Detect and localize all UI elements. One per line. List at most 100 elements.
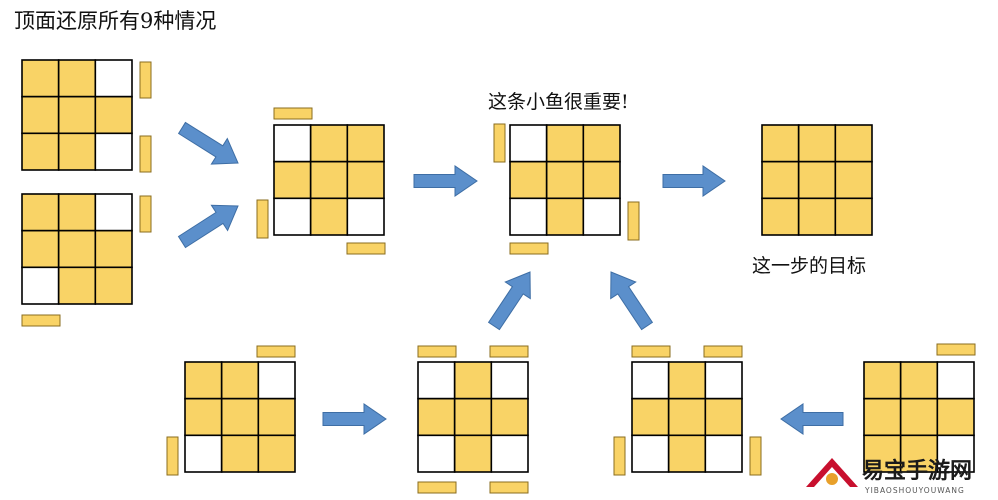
sticker-cell [863,397,902,437]
sticker-cell [490,434,529,473]
sticker-cell [346,124,385,163]
sticker-cell [453,361,493,400]
side-sticker-indicators [21,61,976,494]
side-sticker-bar [21,314,61,327]
watermark-url-text: YIBAOSHOUYOUWANG [864,486,965,495]
sticker-cell [220,434,260,473]
sticker-cell [417,434,456,473]
transition-arrows [177,121,844,435]
sticker-cell [21,132,60,171]
sticker-cell [936,361,975,400]
case-bottom-2 [417,361,529,473]
sticker-cell [582,124,621,163]
sticker-cell [257,361,296,400]
sticker-cell [667,397,707,437]
sticker-cell [509,197,548,236]
case-top-left-2 [21,193,133,305]
page-title: 顶面还原所有9种情况 [14,9,216,33]
goal-label: 这一步的目标 [752,255,866,277]
sticker-cell [667,434,707,473]
sticker-cell [273,124,312,163]
arrow-right-icon [413,165,478,197]
side-sticker-bar [627,201,640,241]
case-bottom-3 [631,361,743,473]
side-sticker-bar [489,481,529,494]
sticker-cell [309,124,349,163]
sticker-cell [309,160,349,200]
sticker-cell [834,160,873,200]
sticker-cell [184,361,223,400]
side-sticker-bar [489,345,529,358]
sticker-cell [834,124,873,163]
case-bottom-4 [863,361,975,473]
sticker-cell [417,397,456,437]
sticker-cell [936,397,975,437]
sticker-cell [545,124,585,163]
side-sticker-bar [509,242,549,255]
arrow-left-icon [780,403,844,435]
sticker-cell [490,361,529,400]
sticker-cell [21,59,60,98]
sticker-cell [94,132,133,171]
side-sticker-bar [417,345,457,358]
sticker-cell [346,160,385,200]
side-sticker-bar [273,107,313,120]
sticker-cell [631,361,670,400]
sticker-cell [94,229,133,269]
sticker-cell [184,397,223,437]
sticker-cell [797,197,837,236]
side-sticker-bar [139,135,152,173]
sticker-cell [57,229,97,269]
arrow-up-right-icon [177,204,239,249]
sticker-cell [94,266,133,305]
sticker-cell [545,197,585,236]
side-sticker-bar [166,436,179,476]
arrow-right-icon [662,165,726,197]
case-bottom-1 [184,361,296,473]
sticker-cell [509,124,548,163]
sticker-cell [346,197,385,236]
sticker-cell [257,397,296,437]
sticker-cell [94,193,133,232]
sticker-cell [273,160,312,200]
sticker-cell [453,434,493,473]
sticker-cell [631,434,670,473]
sticker-cell [417,361,456,400]
fish-important-label: 这条小鱼很重要! [488,91,629,113]
sticker-cell [582,160,621,200]
side-sticker-bar [139,61,152,99]
sticker-cell [704,397,743,437]
sticker-cell [57,193,97,232]
sticker-cell [863,434,902,473]
sticker-cell [834,197,873,236]
sticker-cell [936,434,975,473]
side-sticker-bar [749,436,762,476]
sticker-cell [863,361,902,400]
sticker-cell [184,434,223,473]
sticker-cell [57,59,97,98]
sticker-cell [21,266,60,305]
sticker-cell [21,229,60,269]
watermark-logo: 易宝手游网 YIBAOSHOUYOUWANG [806,458,972,495]
sticker-cell [21,95,60,135]
arrow-up-right-icon [487,271,531,331]
sticker-cell [309,197,349,236]
case-goal [761,124,873,236]
case-middle-left [273,124,385,236]
sticker-cell [273,197,312,236]
sticker-cell [490,397,529,437]
arrow-right-icon [322,403,387,435]
cube-face-grids [21,59,975,473]
sticker-cell [220,397,260,437]
sticker-cell [704,361,743,400]
sticker-cell [899,361,939,400]
side-sticker-bar [631,345,671,358]
sticker-cell [57,266,97,305]
sticker-cell [631,397,670,437]
sticker-cell [257,434,296,473]
side-sticker-bar [256,199,269,239]
arrow-up-left-icon [610,271,654,331]
sticker-cell [220,361,260,400]
sticker-cell [57,95,97,135]
